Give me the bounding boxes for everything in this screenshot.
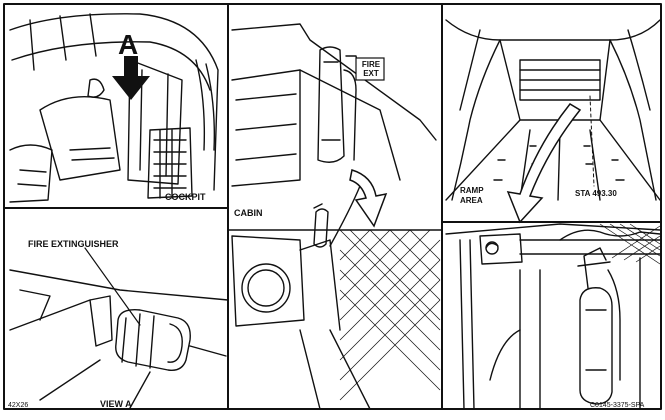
ramp-area-label-line2: AREA [460,196,483,205]
cockpit-label: COCKPIT [165,192,206,202]
station-label: STA 493.30 [575,189,617,198]
view-a-label: VIEW A [100,399,132,409]
cabin-direction-arrow-icon [349,169,388,228]
fire-ext-placard-text: FIRE EXT [361,60,381,78]
station-leader [589,95,595,187]
cockpit-illustration [9,13,219,203]
fire-extinguisher-callout: FIRE EXTINGUISHER [28,239,119,249]
panel-frame [3,3,662,410]
ramp-area-label-line1: RAMP [460,186,484,195]
ramp-detail-illustration [445,223,661,410]
view-a-arrow-icon [112,56,150,100]
cabin-label: CABIN [234,208,263,218]
view-marker-letter: A [118,29,139,60]
view-a-illustration [9,247,229,409]
ramp-detail-hatch [599,223,661,265]
ramp-illustration [445,19,661,201]
ramp-direction-arrow-icon [506,103,582,224]
cabin-illustration [231,23,437,410]
drawing-number: C0145-3375-SPA [590,402,645,409]
fire-ext-placard [355,57,385,81]
figure-number: 42X26 [8,402,29,409]
cabin-floor-hatch [339,229,441,401]
